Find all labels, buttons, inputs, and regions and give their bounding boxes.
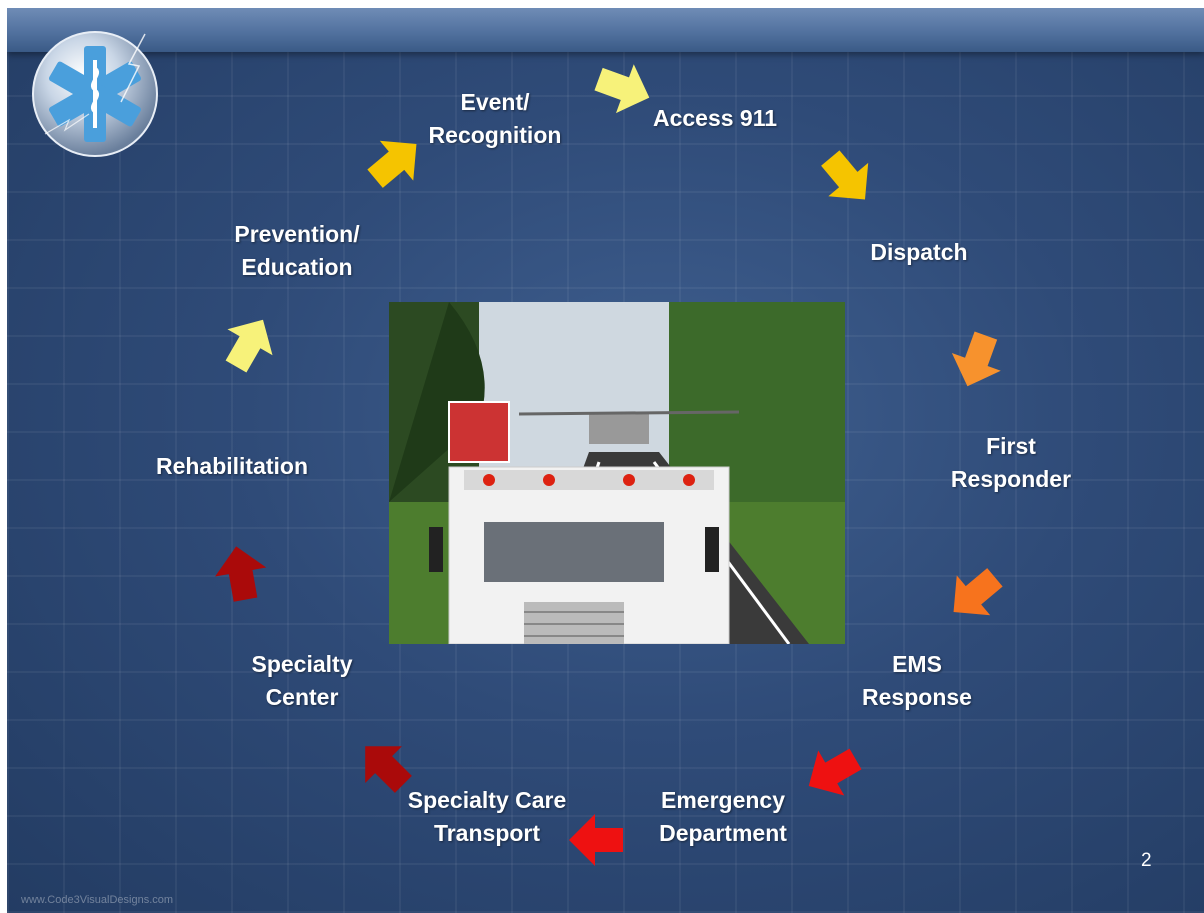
arrow-shape xyxy=(225,319,273,373)
label-line: EMS xyxy=(892,651,942,677)
label-line: Specialty xyxy=(251,651,353,677)
label-line: Response xyxy=(862,684,972,710)
arrow-icon xyxy=(792,731,874,813)
slide: Event/ Recognition Access 911 Dispatch F… xyxy=(7,8,1204,913)
label-rehabilitation: Rehabilitation xyxy=(127,450,337,483)
label-line: First xyxy=(986,433,1036,459)
arrow-icon xyxy=(343,724,428,809)
arrow-shape xyxy=(953,568,1003,616)
arrow-shape xyxy=(821,150,869,200)
label-line: Dispatch xyxy=(870,239,968,265)
star-of-life-icon xyxy=(25,24,165,164)
label-line: Department xyxy=(659,820,787,846)
arrow-shape xyxy=(569,814,623,866)
arrow-icon xyxy=(567,810,627,870)
watermark: www.Code3VisualDesigns.com xyxy=(21,894,174,906)
arrow-icon xyxy=(585,50,662,127)
arrow-shape xyxy=(367,140,417,188)
label-prevention-education: Prevention/ Education xyxy=(207,218,387,284)
ambulance-photo xyxy=(389,302,845,644)
arrow-shape xyxy=(215,546,267,602)
label-line: Event/ xyxy=(460,89,530,115)
arrow-icon xyxy=(933,552,1018,637)
label-line: Education xyxy=(241,254,353,280)
label-line: Emergency xyxy=(660,787,785,813)
label-line: Recognition xyxy=(428,122,562,148)
label-ems-response: EMS Response xyxy=(837,648,997,714)
page-number: 2 xyxy=(1141,850,1152,871)
title-bar xyxy=(7,8,1204,52)
label-access-911: Access 911 xyxy=(635,102,795,135)
arrow-icon xyxy=(939,322,1016,399)
label-line: Responder xyxy=(950,466,1072,492)
label-specialty-care-transport: Specialty Care Transport xyxy=(387,784,587,850)
label-specialty-center: Specialty Center xyxy=(222,648,382,714)
arrow-shape xyxy=(951,331,1001,387)
label-line: Center xyxy=(265,684,339,710)
label-line: Rehabilitation xyxy=(155,453,309,479)
arrow-shape xyxy=(594,64,650,114)
arrow-icon xyxy=(208,303,290,385)
arrow-shape xyxy=(808,748,862,796)
label-line: Prevention/ xyxy=(234,221,360,247)
arrow-icon xyxy=(805,136,890,221)
label-dispatch: Dispatch xyxy=(849,236,989,269)
label-first-responder: First Responder xyxy=(921,430,1101,496)
label-line: Access 911 xyxy=(652,105,778,131)
label-event-recognition: Event/ Recognition xyxy=(405,86,585,152)
arrow-icon xyxy=(206,539,276,609)
arrow-icon xyxy=(353,120,438,205)
label-line: Specialty Care xyxy=(407,787,567,813)
label-line: Transport xyxy=(433,820,541,846)
arrow-shape xyxy=(365,746,412,793)
label-emergency-department: Emergency Department xyxy=(633,784,813,850)
